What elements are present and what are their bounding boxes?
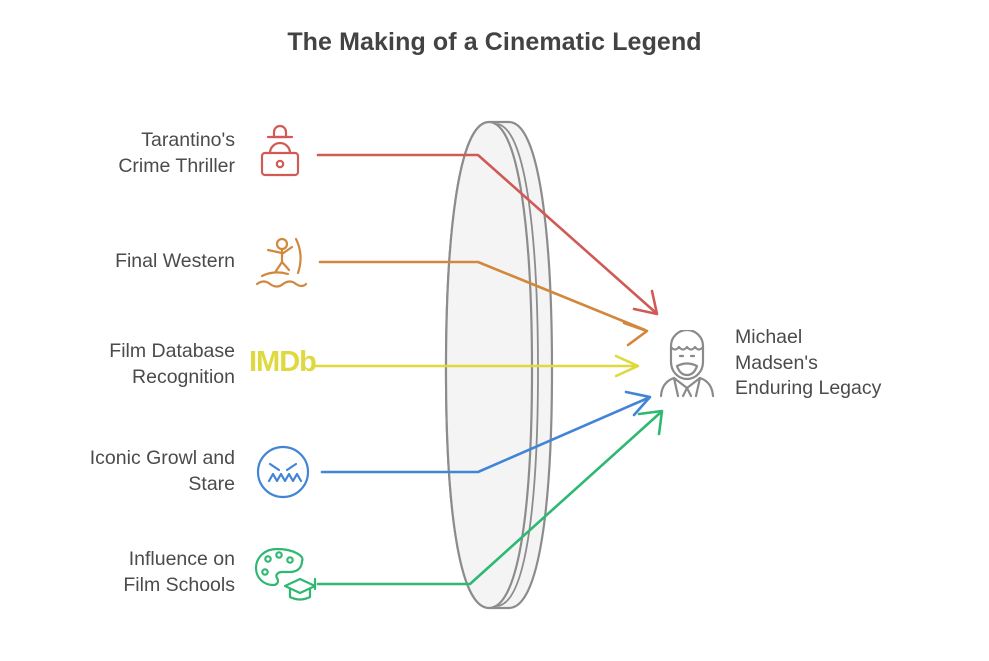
- bearded-man-icon: [655, 328, 719, 400]
- label-line-2: Stare: [188, 472, 235, 495]
- label-line-2: Film Schools: [123, 573, 235, 596]
- angry-face-icon: [255, 444, 311, 500]
- label-iconic-growl-and-stare: Iconic Growl and Stare: [25, 446, 235, 497]
- label-line-1: Final Western: [115, 250, 235, 272]
- imdb-logo-icon: IMDb: [249, 346, 317, 378]
- connector-final-western: [318, 260, 649, 347]
- label-line-2: Madsen's: [735, 351, 818, 374]
- label-line-1: Iconic Growl and: [89, 447, 235, 469]
- label-line-1: Michael: [735, 326, 803, 348]
- label-film-database-recognition: Film Database Recognition: [25, 339, 235, 390]
- page-title: The Making of a Cinematic Legend: [287, 28, 702, 56]
- label-tarantino-crime-thriller: Tarantino's Crime Thriller: [25, 128, 235, 179]
- label-line-2: Recognition: [132, 365, 235, 388]
- label-line-3: Enduring Legacy: [735, 377, 882, 400]
- label-line-1: Influence on: [128, 548, 235, 570]
- surfer-wave-icon: [252, 231, 308, 288]
- label-line-2: Crime Thriller: [118, 154, 235, 177]
- label-line-1: Tarantino's: [141, 129, 235, 151]
- gangster-briefcase-icon: [252, 119, 308, 177]
- label-final-western: Final Western: [25, 249, 235, 275]
- connector-film-database-recognition: [314, 354, 640, 378]
- palette-graduation-cap-icon: [253, 545, 317, 601]
- label-line-1: Film Database: [109, 340, 235, 362]
- connector-iconic-growl-and-stare: [320, 390, 652, 474]
- connector-influence-on-film-schools: [316, 409, 664, 586]
- label-influence-on-film-schools: Influence on Film Schools: [25, 547, 235, 598]
- label-michael-madsen-enduring-legacy: Michael Madsen's Enduring Legacy: [735, 325, 955, 402]
- connector-tarantino-crime-thriller: [316, 153, 659, 316]
